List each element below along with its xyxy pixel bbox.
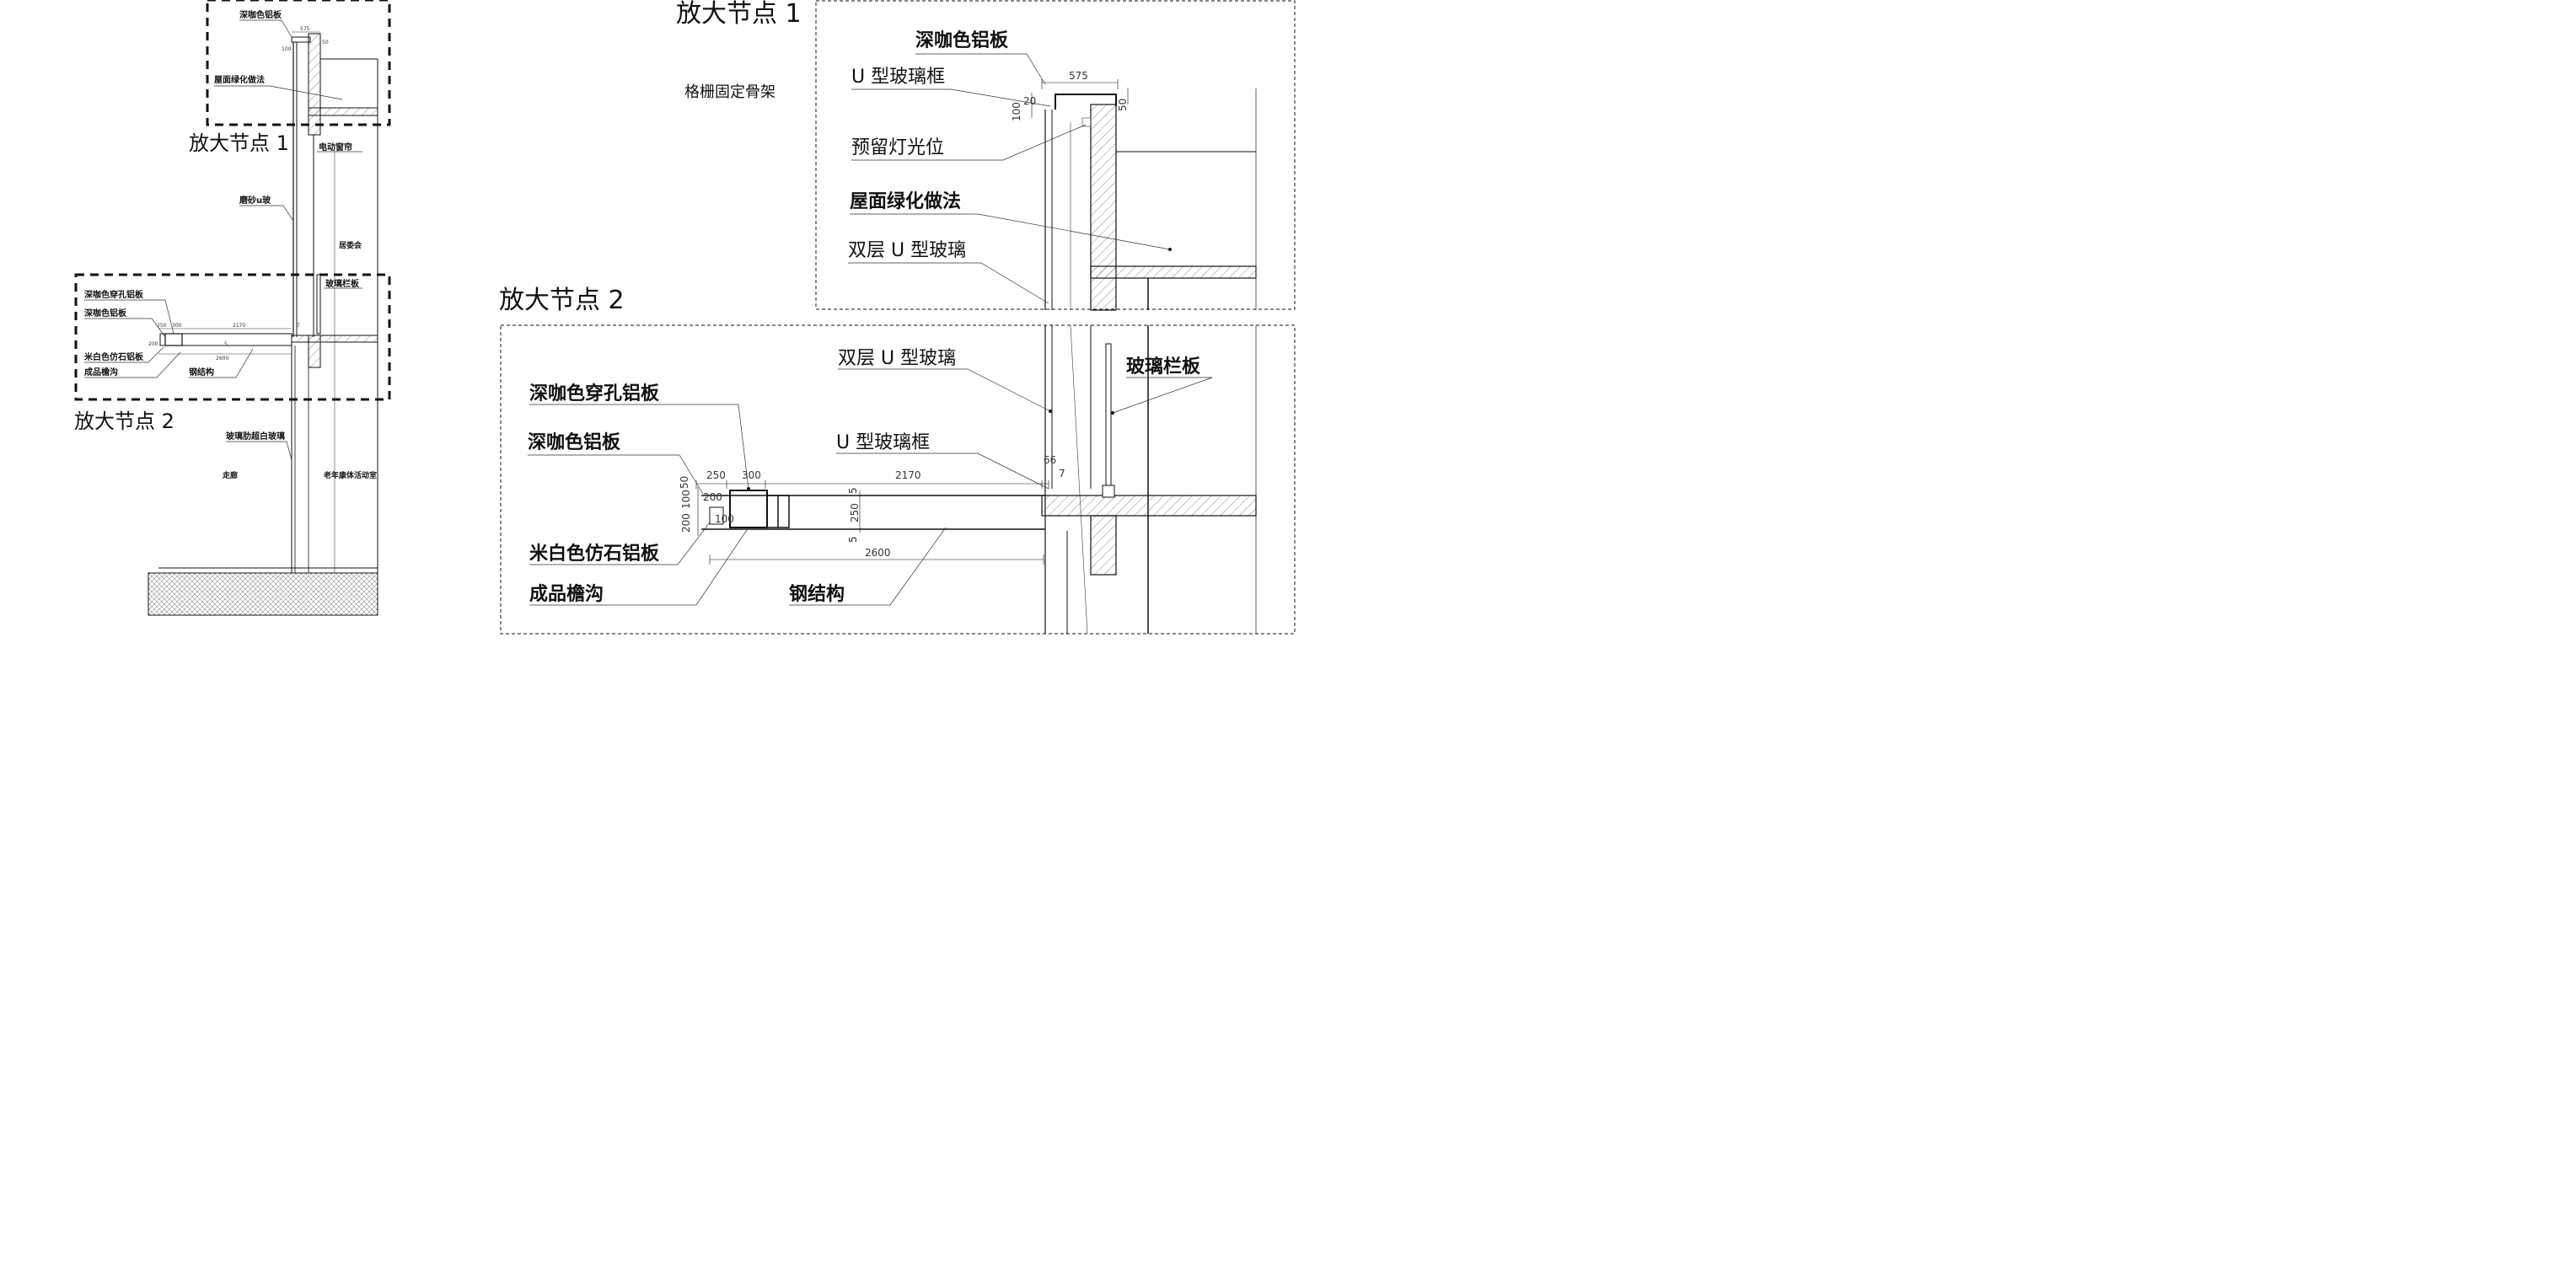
dim-100: 100 (282, 46, 292, 52)
d2-leader-dot-glass (1049, 410, 1052, 413)
glass-rail (316, 274, 321, 335)
detail1-title: 放大节点 1 (676, 0, 802, 29)
d2-glass-rail (1105, 343, 1112, 490)
d2-support-line (1070, 324, 1088, 635)
detail2-frame (500, 324, 1296, 635)
label-stone-panel: 米白色仿石铝板 (84, 351, 144, 362)
detail2-callout-box (74, 273, 391, 401)
label-frosted-u: 磨砂u玻 (239, 195, 271, 206)
d1-label-dark-brown-panel: 深咖色铝板 (915, 29, 1009, 51)
d1-label-double-u: 双层 U 型玻璃 (848, 240, 966, 261)
d2-label-glass-rail: 玻璃栏板 (1126, 356, 1201, 378)
d2-dim-2600: 2600 (865, 547, 891, 559)
label-glass-rail: 玻璃栏板 (325, 278, 360, 289)
label-dark-brown-panel: 深咖色铝板 (239, 9, 282, 20)
wall-section: 575 100 50 250 300 2170 200 2600 7 5 深咖色… (74, 0, 391, 616)
d1-parapet (1090, 104, 1117, 311)
section-dims (158, 31, 320, 355)
d1-dim-50: 50 (1117, 99, 1129, 111)
room-corridor: 走廊 (222, 470, 238, 480)
canopy-steel (159, 333, 292, 346)
section-drawing-sheet: 575 100 50 250 300 2170 200 2600 7 5 深咖色… (74, 0, 1296, 635)
d2-label-steel: 钢结构 (789, 583, 845, 605)
d2-dim-50: 50 (679, 476, 690, 489)
d1-light-slot (1081, 117, 1092, 127)
d2-dim-2170: 2170 (895, 469, 921, 481)
label-motor-curtain: 电动窗帘 (319, 142, 352, 153)
d2-label-stone-panel: 米白色仿石铝板 (529, 543, 660, 565)
d2-dim-7: 7 (1059, 468, 1065, 479)
slab-beam (308, 335, 321, 368)
d2-dim-200: 200 (703, 491, 722, 503)
d1-label-light-slot: 预留灯光位 (851, 137, 944, 158)
label-perforated: 深咖色穿孔铝板 (84, 289, 144, 300)
detail1-callout-box (206, 0, 391, 126)
dim-575: 575 (300, 26, 310, 32)
d1-dims (1031, 79, 1129, 118)
room-elderly-activity: 老年康体活动室 (323, 470, 377, 480)
d2-label-u-frame: U 型玻璃框 (836, 432, 930, 453)
d2-label-gutter: 成品檐沟 (529, 583, 604, 605)
room-committee: 居委会 (339, 240, 362, 250)
label-gutter: 成品檐沟 (84, 367, 118, 378)
d1-label-roof-green: 屋面绿化做法 (850, 190, 961, 212)
label-glass-fin: 玻璃肋超白玻璃 (226, 431, 285, 442)
dim-300: 300 (172, 323, 182, 329)
d2-dim-5-top: 5 (847, 487, 859, 494)
d2-leaders (528, 368, 1213, 606)
d2-dim-250-vert: 250 (849, 503, 861, 522)
detail2-title: 放大节点 2 (499, 286, 625, 315)
dim-50: 50 (322, 40, 329, 46)
detail1-panel: 放大节点 1 格栅固定骨架 575 20 100 50 (676, 0, 1296, 311)
callout-detail2-title: 放大节点 2 (74, 410, 174, 433)
dim-7: 7 (297, 323, 300, 329)
d1-dim-20: 20 (1023, 95, 1036, 107)
d2-dim-250: 250 (706, 469, 726, 481)
top-cap-panel (291, 36, 311, 43)
gutter-profile (164, 333, 183, 346)
d2-leader-dot-perforated (747, 487, 750, 490)
d2-dim-300: 300 (742, 469, 761, 481)
d2-floor-slab (1041, 495, 1257, 517)
d1-dim-100: 100 (1011, 102, 1022, 121)
d2-dim-100: 100 (715, 513, 734, 525)
label-dark-brown-panel-2: 深咖色铝板 (84, 308, 127, 319)
label-roof-green: 屋面绿化做法 (214, 74, 265, 85)
d1-leaders (848, 53, 1171, 304)
ground-foundation (148, 572, 378, 616)
d2-label-perforated: 深咖色穿孔铝板 (529, 383, 660, 404)
d2-dim-66: 66 (1044, 454, 1056, 466)
dim-2600: 2600 (216, 356, 228, 362)
d2-rail-base (1102, 485, 1115, 498)
detail1-frame (815, 0, 1296, 310)
dim-2170: 2170 (233, 323, 245, 329)
floor-slab (291, 335, 378, 343)
parapet (308, 33, 321, 136)
dim-200: 200 (148, 341, 158, 347)
d1-dim-575: 575 (1069, 70, 1088, 82)
d2-dims (695, 480, 1049, 565)
d2-label-dark-brown-panel: 深咖色铝板 (528, 431, 621, 453)
callout-detail1-title: 放大节点 1 (189, 131, 289, 155)
d2-dim-200-vert: 200 (680, 513, 692, 533)
d1-leader-dot (1168, 248, 1172, 251)
d1-cap-panel (1055, 94, 1117, 110)
d2-stone-panel-profile (709, 506, 724, 525)
d2-leader-dot-rail (1111, 411, 1114, 415)
section-leaders (84, 19, 362, 461)
d2-label-double-u: 双层 U 型玻璃 (838, 348, 956, 369)
detail2-panel: 放大节点 2 (499, 286, 1296, 635)
d2-slab-beam (1090, 515, 1117, 576)
dim-5: 5 (224, 341, 228, 347)
d1-roof-slab (1090, 265, 1257, 279)
detail1-grid-frame-note: 格栅固定骨架 (684, 83, 775, 101)
dim-250: 250 (157, 323, 167, 329)
d2-dim-100-vert: 100 (680, 490, 692, 509)
label-steel: 钢结构 (189, 367, 214, 378)
d1-label-u-frame: U 型玻璃框 (851, 67, 945, 88)
d2-dim-5-bottom: 5 (847, 536, 859, 543)
